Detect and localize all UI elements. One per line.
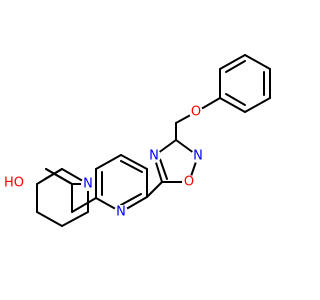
bond [120, 193, 142, 206]
piperidine-nitrogen-label: N [83, 177, 93, 192]
bond [244, 54, 271, 70]
bond [120, 154, 148, 170]
bond [120, 160, 143, 173]
ether-oxygen-atom: O [189, 105, 203, 120]
bond [244, 97, 271, 113]
canvas-background [0, 0, 300, 300]
bonds [36, 54, 271, 227]
bond [61, 211, 89, 227]
hydroxyl-group: HO [2, 174, 26, 192]
bond [146, 181, 163, 198]
bond [95, 154, 122, 170]
atom-labels: O N O N N N HO [2, 105, 205, 220]
oxadiazole-nitrogen-atom: N [147, 149, 161, 164]
piperidine-nitrogen-atom: N [81, 177, 95, 192]
hydroxyl-label: HO [4, 176, 24, 191]
bond [44, 168, 63, 180]
bond [71, 197, 97, 213]
bond [45, 168, 73, 185]
bond [159, 158, 168, 180]
bond [225, 60, 246, 73]
bond [219, 54, 246, 70]
bond [225, 93, 246, 106]
ether-oxygen-label: O [191, 105, 201, 120]
bond [36, 211, 63, 227]
pyridine-nitrogen-label: N [116, 205, 126, 220]
molecule-structure: O N O N N N HO [0, 0, 300, 300]
bond [219, 97, 246, 113]
pyridine-nitrogen-atom: N [114, 205, 128, 220]
oxadiazole-oxygen-label: O [184, 175, 194, 190]
oxadiazole-ring-nitrogen-label: N [193, 149, 203, 164]
oxadiazole-ring-nitrogen-atom: N [191, 149, 205, 164]
oxadiazole-nitrogen-label: N [149, 149, 159, 164]
oxadiazole-oxygen-atom: O [182, 175, 196, 190]
